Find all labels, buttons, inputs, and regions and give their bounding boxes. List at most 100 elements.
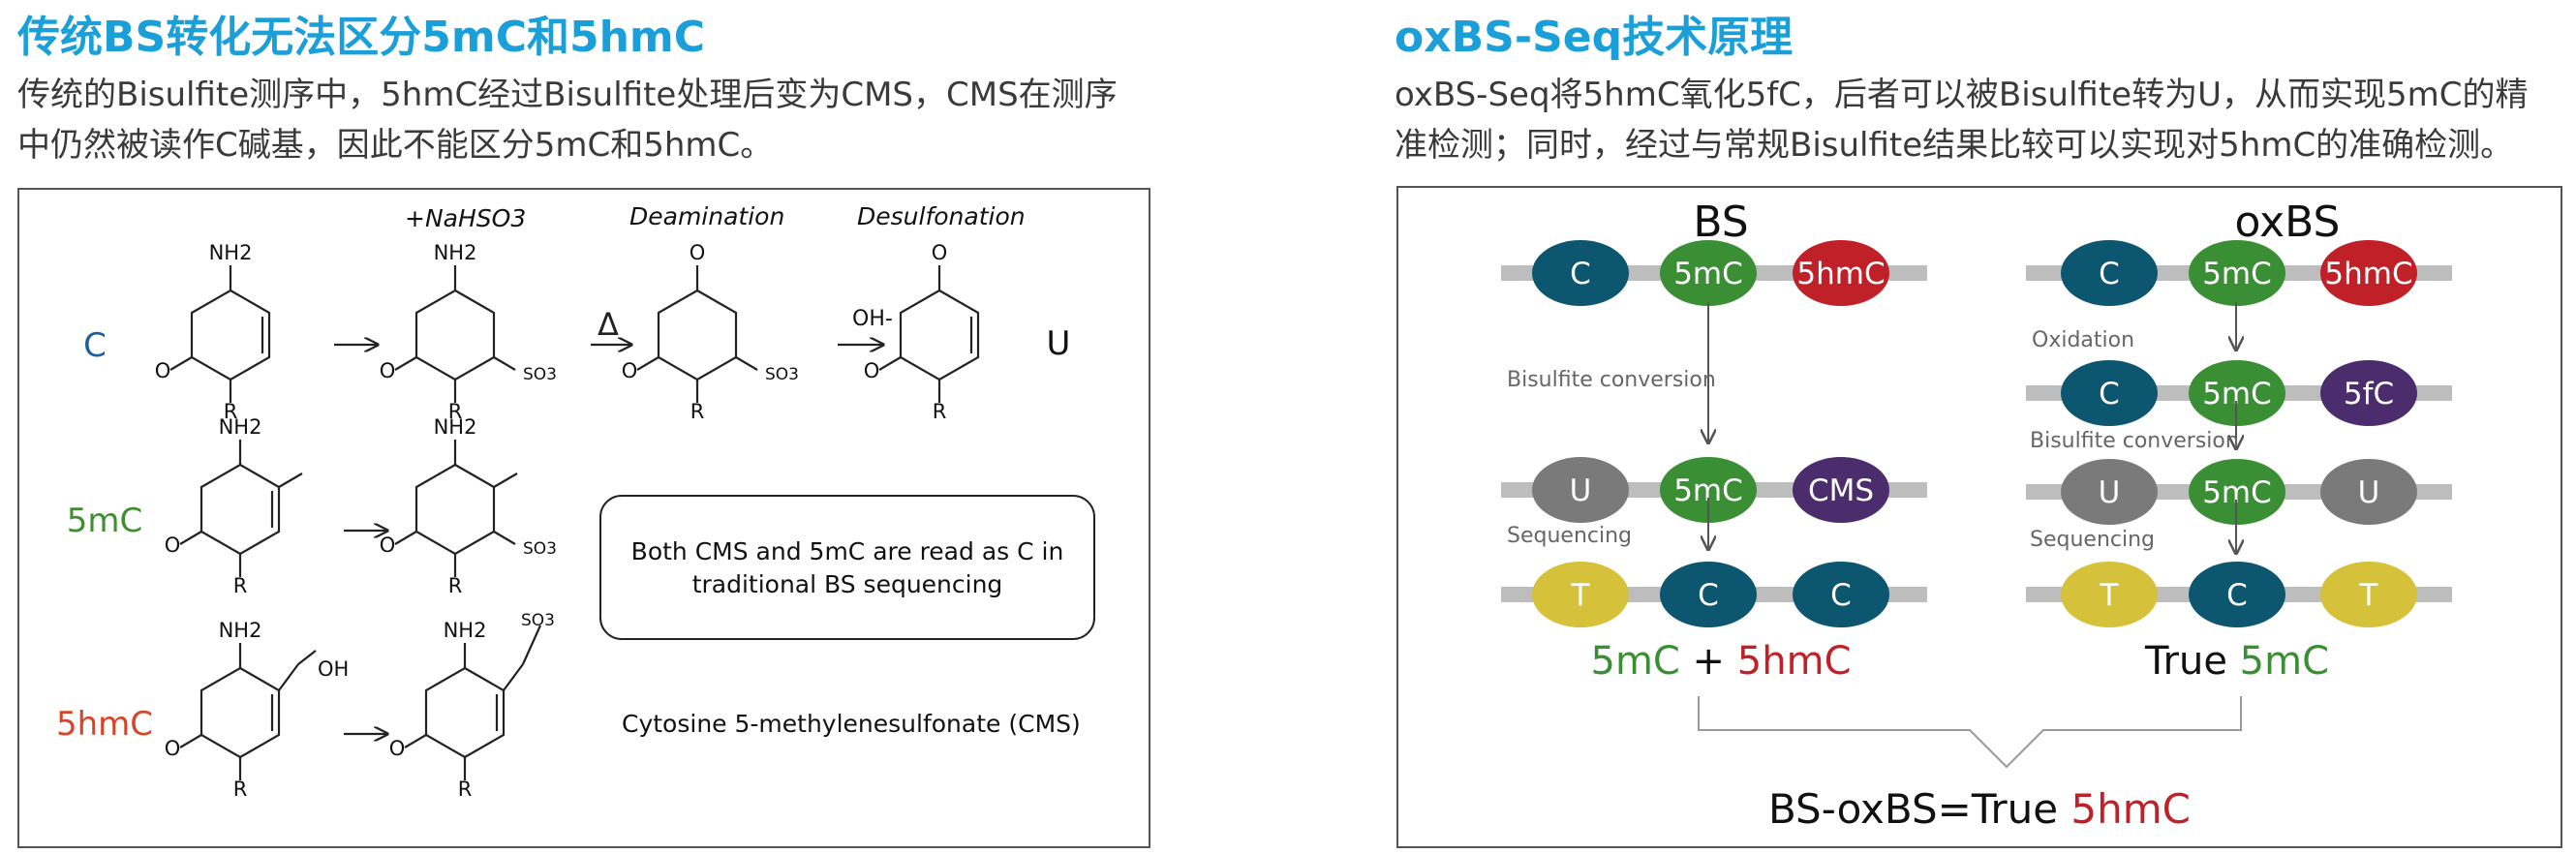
bs-row-base-ellipse (1793, 562, 1889, 627)
oxbs-row-base: U (2061, 459, 2158, 525)
bs-step-sequencing: Sequencing (1507, 524, 1632, 548)
product-u-label: U (1047, 324, 1071, 363)
comparison-brace (1698, 696, 2242, 769)
row-label-5hmc: 5hmC (56, 705, 153, 744)
bs-row-base-label: U (1570, 473, 1592, 508)
oxbs-row-base: U (2320, 459, 2417, 525)
note-line1: Both CMS and 5mC are read as C in (631, 537, 1064, 565)
bs-result: 5mC + 5hmC (1591, 639, 1852, 684)
atom-nh2: NH2 (434, 241, 477, 264)
atom-so3: SO3 (765, 365, 799, 384)
molecule-5mc (179, 440, 303, 577)
atom-r: R (458, 778, 473, 801)
atom-r: R (448, 400, 463, 423)
bs-result-5hmc: 5hmC (1737, 639, 1852, 684)
bs-row-base: CMS (1793, 457, 1889, 523)
bs-row-base: 5mC (1660, 240, 1757, 306)
bs-heading: BS (1693, 198, 1748, 247)
oxbs-row-base-ellipse (2061, 240, 2158, 306)
oxbs-row-base-ellipse (2189, 360, 2285, 426)
oxbs-row-base: C (2061, 240, 2158, 306)
oxbs-row-base: C (2061, 360, 2158, 426)
left-panel-title: 传统BS转化无法区分5mC和5hmC (17, 13, 706, 62)
oxbs-row-base-label: T (2359, 578, 2379, 613)
molecule-uracil (878, 265, 980, 403)
atom-r: R (233, 778, 248, 801)
right-desc-line2: 准检测；同时，经过与常规Bisulfite结果比较可以实现对5hmC的准确检测。 (1395, 126, 2514, 165)
cms-label: Cytosine 5-methylenesulfonate (CMS) (622, 710, 1081, 738)
atom-so3: SO3 (523, 365, 557, 384)
atom-r: R (933, 400, 947, 423)
molecule-sulfonate (394, 265, 516, 403)
oxbs-heading: oxBS (2235, 198, 2341, 247)
oxbs-row-base: 5fC (2320, 360, 2417, 426)
row-label-5mc: 5mC (67, 502, 143, 540)
oxbs-row-base: T (2320, 562, 2417, 627)
oxbs-row-base-label: U (2099, 475, 2121, 510)
right-desc-line1: oxBS-Seq将5hmC氧化5fC，后者可以被Bisulfite转为U，从而实… (1395, 76, 2529, 114)
atom-so3: SO3 (521, 611, 555, 630)
bs-chemistry-frame: +NaHSO3 Deamination Desulfonation C 5mC … (17, 188, 1150, 848)
atom-nh2: NH2 (444, 619, 487, 642)
bs-row-base: T (1532, 562, 1629, 627)
oxbs-step-sequencing: Sequencing (2030, 528, 2155, 552)
formula-5hmc: 5hmC (2070, 785, 2191, 833)
oxbs-row-base-ellipse (2189, 562, 2285, 627)
atom-r: R (448, 574, 463, 597)
oxbs-row-base-label: 5mC (2202, 257, 2272, 291)
bs-step-conversion: Bisulfite conversion (1507, 368, 1716, 392)
atom-o: O (380, 359, 396, 382)
oxbs-row-base-ellipse (2061, 562, 2158, 627)
formula: BS-oxBS=True 5hmC (1768, 785, 2191, 833)
bs-row-base-ellipse (1532, 240, 1629, 306)
oxbs-row-base-ellipse (2320, 360, 2417, 426)
bs-row-base-label: C (1698, 578, 1719, 613)
atom-o: O (165, 534, 181, 557)
heat-symbol: Δ (598, 306, 619, 343)
formula-text: BS-oxBS=True (1768, 785, 2070, 833)
atom-o: O (155, 359, 171, 382)
atom-o: O (932, 241, 948, 264)
right-panel-title: oxBS-Seq技术原理 (1395, 13, 1794, 62)
left-desc-line1: 传统的Bisulfite测序中，5hmC经过Bisulfite处理后变为CMS，… (17, 76, 1118, 114)
oxbs-row-base: T (2061, 562, 2158, 627)
atom-so3: SO3 (523, 539, 557, 559)
bs-row-base-ellipse (1660, 562, 1757, 627)
atom-r: R (690, 400, 705, 423)
atom-r: R (224, 400, 238, 423)
atom-r: R (233, 574, 248, 597)
oxbs-row-base-label: 5hmC (2324, 257, 2412, 291)
molecule-5hmc (179, 643, 317, 780)
atom-o: O (864, 359, 880, 382)
oxbs-row-base-ellipse (2320, 240, 2417, 306)
bs-row-base: C (1793, 562, 1889, 627)
atom-oh: OH (318, 657, 349, 681)
note-line2: traditional BS sequencing (692, 570, 1003, 598)
oxbs-row-base-ellipse (2320, 562, 2417, 627)
oxbs-result-true: True (2144, 639, 2240, 684)
bs-row-base-label: CMS (1808, 473, 1874, 508)
oxbs-row-base-label: C (2226, 578, 2248, 613)
oxbs-row-base-ellipse (2061, 360, 2158, 426)
bs-row-base-ellipse (1532, 457, 1629, 523)
oxbs-row-base-label: C (2099, 257, 2120, 291)
oxbs-row-base-ellipse (2189, 459, 2285, 525)
oxbs-row-base-label: C (2099, 377, 2120, 412)
bs-row-base-label: C (1830, 578, 1852, 613)
bs-row-base-ellipse (1532, 562, 1629, 627)
oxbs-row-base: 5hmC (2320, 240, 2417, 306)
base-reagent-label: OH- (852, 307, 893, 331)
right-panel-description: oxBS-Seq将5hmC氧化5fC，后者可以被Bisulfite转为U，从而实… (1395, 70, 2571, 170)
reagent-label: +NaHSO3 (405, 204, 526, 232)
oxbs-row-base-ellipse (2320, 459, 2417, 525)
bs-row-base: 5hmC (1793, 240, 1889, 306)
bs-result-plus: + (1680, 639, 1737, 684)
bs-row-base-label: T (1571, 578, 1591, 613)
atom-o: O (389, 737, 406, 760)
molecule-deaminated (636, 265, 758, 403)
oxbs-row-base-ellipse (2061, 459, 2158, 525)
oxbs-row-base: 5mC (2189, 360, 2285, 426)
oxbs-step-conversion: Bisulfite conversion (2030, 429, 2239, 453)
oxbs-row-base-label: T (2100, 578, 2120, 613)
